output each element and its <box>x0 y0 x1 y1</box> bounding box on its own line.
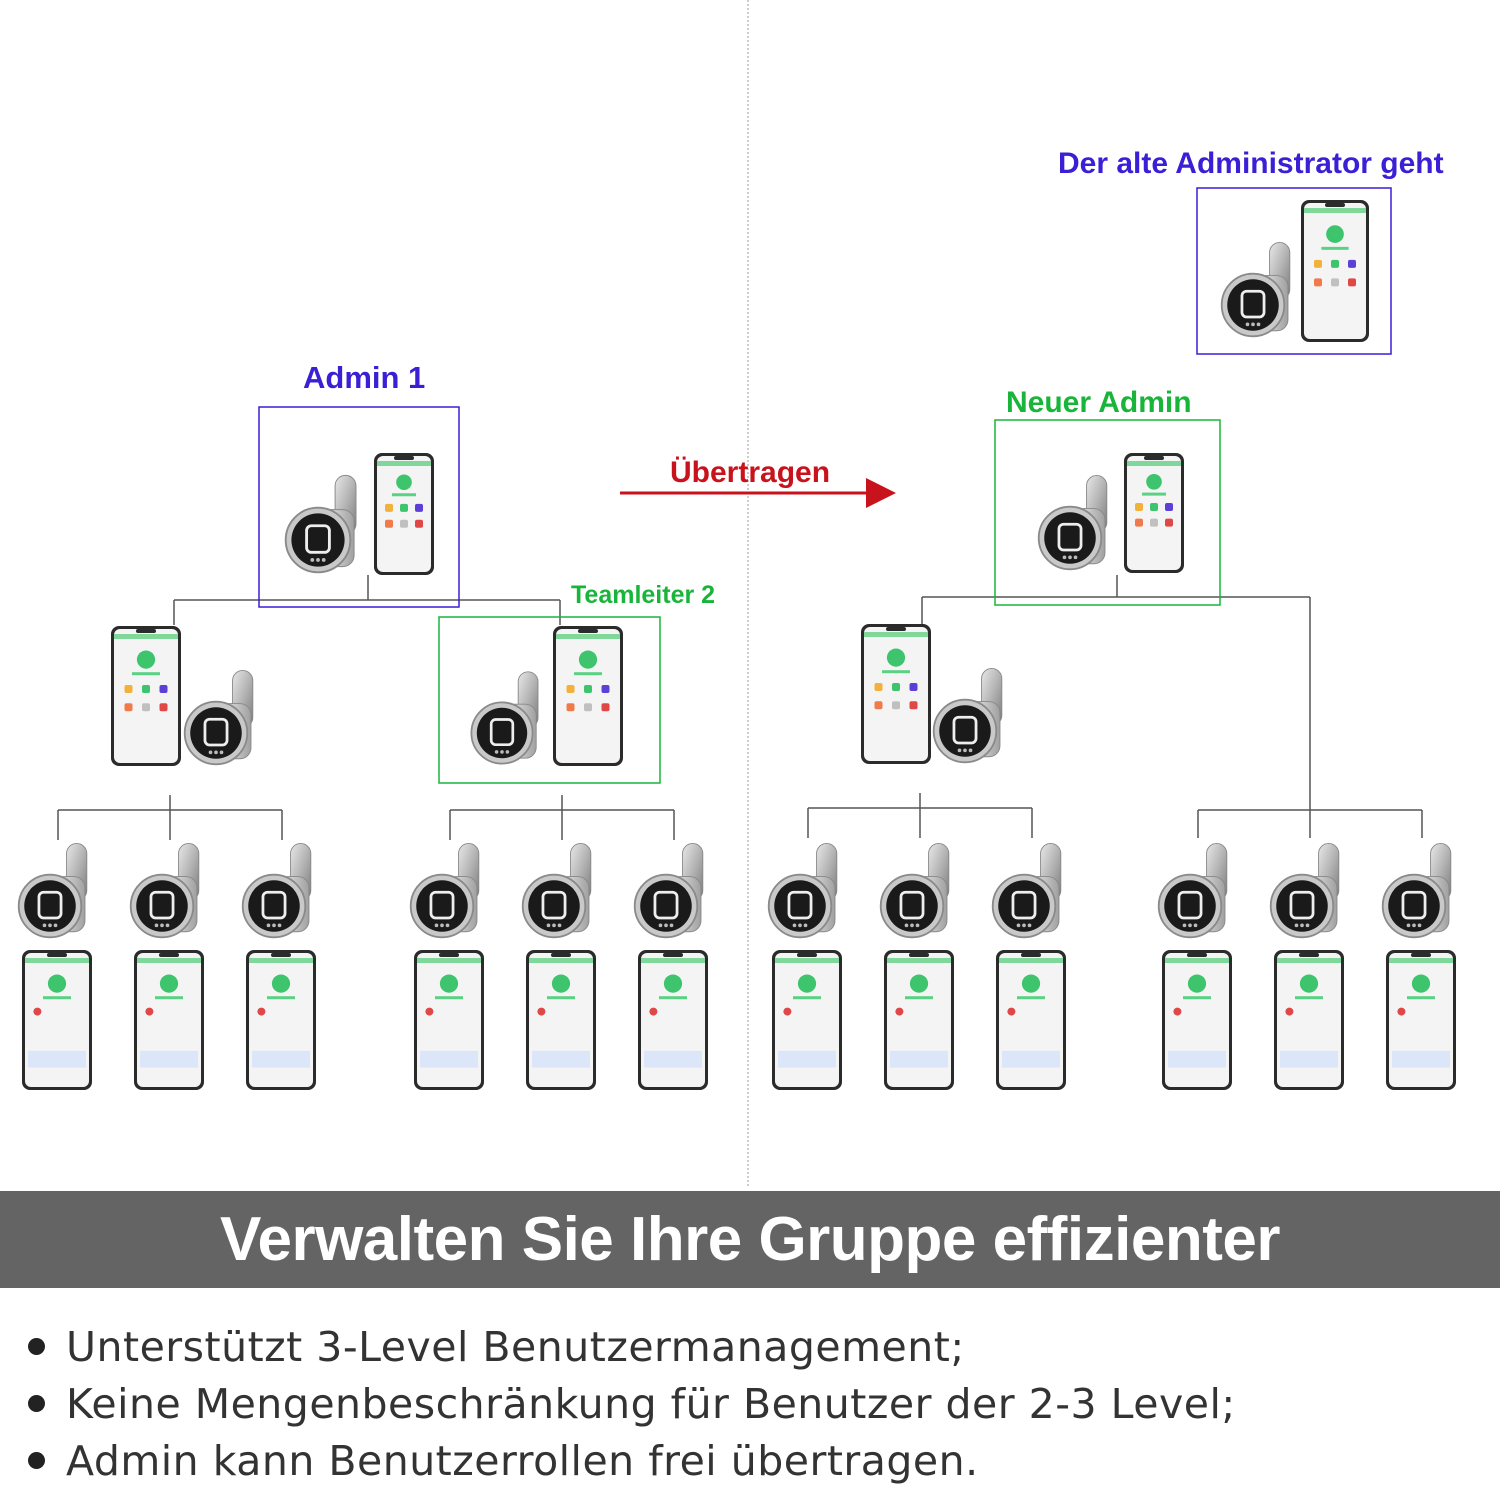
smartphone-app-icon <box>246 950 316 1090</box>
admin1-label: Admin 1 <box>303 360 426 395</box>
feature-item: Unterstützt 3-Level Benutzermanagement; <box>28 1318 1236 1375</box>
cam-lock-icon <box>1157 842 1228 939</box>
headline-text: Verwalten Sie Ihre Gruppe effizienter <box>220 1205 1280 1274</box>
smartphone-app-icon <box>996 950 1066 1090</box>
feature-item: Admin kann Benutzerrollen frei übertrage… <box>28 1432 1236 1489</box>
smartphone-app-icon <box>22 950 92 1090</box>
smartphone-app-icon <box>1386 950 1456 1090</box>
new-admin-frame <box>994 419 1221 606</box>
bullet-dot-icon <box>28 1395 45 1412</box>
feature-text: Keine Mengenbeschränkung für Benutzer de… <box>66 1379 1236 1428</box>
bullet-dot-icon <box>28 1338 45 1355</box>
transfer-label: Übertragen <box>670 456 831 489</box>
smartphone-app-icon <box>1124 453 1184 573</box>
cam-lock-icon <box>17 842 88 939</box>
cam-lock-icon <box>932 667 1003 764</box>
smartphone-app-icon <box>1301 200 1369 342</box>
smartphone-app-icon <box>414 950 484 1090</box>
tree-connectors <box>57 575 1423 840</box>
cam-lock-icon <box>470 671 539 765</box>
new-admin-label: Neuer Admin <box>1006 386 1192 419</box>
smartphone-app-icon <box>1274 950 1344 1090</box>
smartphone-app-icon <box>1162 950 1232 1090</box>
cam-lock-icon <box>521 842 592 939</box>
feature-text: Unterstützt 3-Level Benutzermanagement; <box>66 1322 965 1371</box>
cam-lock-icon <box>183 669 254 766</box>
headline-banner: Verwalten Sie Ihre Gruppe effizienter <box>0 1191 1500 1288</box>
smartphone-app-icon <box>638 950 708 1090</box>
feature-item: Keine Mengenbeschränkung für Benutzer de… <box>28 1375 1236 1432</box>
smartphone-app-icon <box>374 453 434 575</box>
cam-lock-icon <box>767 842 838 939</box>
old-admin-label: Der alte Administrator geht <box>1058 147 1444 180</box>
cam-lock-icon <box>129 842 200 939</box>
cam-lock-icon <box>991 842 1062 939</box>
teamleader2-label: Teamleiter 2 <box>571 581 716 609</box>
feature-text: Admin kann Benutzerrollen frei übertrage… <box>66 1436 979 1485</box>
bullet-dot-icon <box>28 1452 45 1469</box>
smartphone-app-icon <box>772 950 842 1090</box>
cam-lock-icon <box>284 474 357 574</box>
teamleader2-frame <box>438 616 661 784</box>
cam-lock-icon <box>1269 842 1340 939</box>
cam-lock-icon <box>633 842 704 939</box>
cam-lock-icon <box>409 842 480 939</box>
cam-lock-icon <box>1037 474 1108 571</box>
smartphone-app-icon <box>553 626 623 766</box>
cam-lock-icon <box>1381 842 1452 939</box>
feature-list: Unterstützt 3-Level Benutzermanagement; … <box>28 1318 1236 1489</box>
smartphone-app-icon <box>526 950 596 1090</box>
old-admin-frame <box>1196 187 1392 355</box>
cam-lock-icon <box>241 842 312 939</box>
cam-lock-icon <box>879 842 950 939</box>
cam-lock-icon <box>1220 241 1291 338</box>
smartphone-app-icon <box>134 950 204 1090</box>
admin1-frame <box>258 406 460 608</box>
hierarchy-diagram <box>17 0 1456 1188</box>
smartphone-app-icon <box>884 950 954 1090</box>
smartphone-app-icon <box>861 624 931 764</box>
smartphone-app-icon <box>111 626 181 766</box>
